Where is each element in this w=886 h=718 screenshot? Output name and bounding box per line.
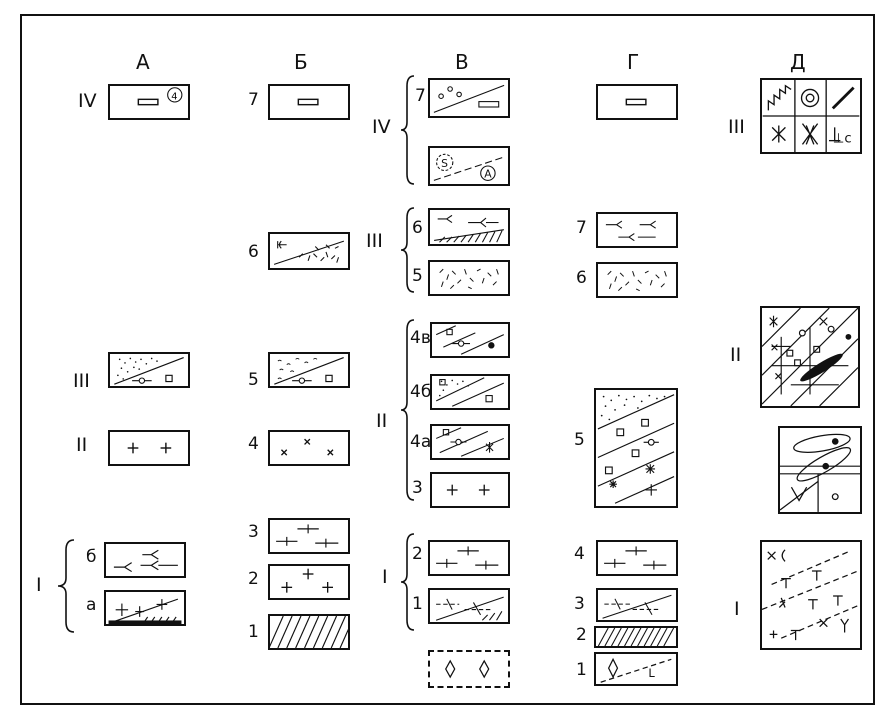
- col-v-label-7: 7: [415, 88, 426, 105]
- col-b-box-4: [268, 430, 350, 466]
- col-v-circle-a: A: [484, 168, 492, 181]
- col-b-label-3: 3: [248, 524, 259, 541]
- col-v-box-7: [428, 78, 510, 118]
- col-v-label-II: II: [376, 412, 387, 431]
- col-a-label-I: I: [36, 576, 42, 595]
- col-g-label-1: 1: [576, 662, 587, 679]
- col-v-label-IV: IV: [372, 118, 391, 137]
- col-g-label-7: 7: [576, 220, 587, 237]
- col-g-label-3: 3: [574, 596, 585, 613]
- col-d-cell-c: ⊥c: [833, 132, 852, 147]
- col-v-label-6: 6: [412, 220, 423, 237]
- col-a-box-b: [104, 542, 186, 578]
- column-header-b: Б: [294, 52, 308, 72]
- col-b-label-7: 7: [248, 92, 259, 109]
- col-v-label-2: 2: [412, 546, 423, 563]
- col-a-box-III: [108, 352, 190, 388]
- col-v-box-4v: [430, 322, 510, 358]
- col-b-box-6: [268, 232, 350, 270]
- col-b-box-1: [268, 614, 350, 650]
- col-a-label-II: II: [76, 436, 87, 455]
- col-d-label-III: III: [728, 118, 745, 137]
- col-d-box-IIa: [760, 306, 860, 408]
- col-g-label-2: 2: [576, 627, 587, 644]
- col-a-label-b: б: [86, 549, 96, 566]
- col-v-box-2: [428, 540, 510, 576]
- col-g-box-4: [596, 540, 678, 576]
- col-v-label-5: 5: [412, 268, 423, 285]
- col-v-box-extra: [428, 650, 510, 688]
- column-header-v: В: [455, 52, 469, 72]
- col-v-box-4a: [430, 424, 510, 460]
- col-g-label-4: 4: [574, 546, 585, 563]
- col-b-box-2: [268, 564, 350, 600]
- col-v-label-4b: 4б: [410, 384, 431, 401]
- column-header-d: Д: [790, 52, 806, 72]
- col-v-label-3: 3: [412, 480, 423, 497]
- col-a-label-a: а: [86, 597, 96, 614]
- col-g-box-1-mark: L: [648, 666, 655, 680]
- col-d-box-IIb: [778, 426, 862, 514]
- col-d-grid-III: ⊥c: [760, 78, 862, 154]
- col-b-label-4: 4: [248, 436, 259, 453]
- col-g-box-7: [596, 212, 678, 248]
- col-g-box-6: [596, 262, 678, 298]
- col-b-box-3: [268, 518, 350, 554]
- col-g-box-1: L: [594, 652, 678, 686]
- col-b-label-5: 5: [248, 372, 259, 389]
- col-v-box-4b: [430, 374, 510, 410]
- col-v-box-1: [428, 588, 510, 624]
- col-a-label-IV: IV: [78, 92, 97, 111]
- col-b-label-6: 6: [248, 244, 259, 261]
- col-b-label-2: 2: [248, 571, 259, 588]
- col-g-box-3: [596, 588, 678, 622]
- col-g-box-top: [596, 84, 678, 120]
- col-a-box-IV: 4: [108, 84, 190, 120]
- col-a-box-IV-mark: 4: [171, 91, 177, 102]
- col-d-label-I: I: [734, 600, 740, 619]
- col-v-label-I: I: [382, 568, 388, 587]
- col-v-label-III: III: [366, 232, 383, 251]
- col-v-box-3: [430, 472, 510, 508]
- col-b-box-7: [268, 84, 350, 120]
- col-a-label-III: III: [73, 372, 90, 391]
- col-g-label-5: 5: [574, 432, 585, 449]
- col-v-box-7b: S A: [428, 146, 510, 186]
- column-header-a: А: [136, 52, 150, 72]
- col-a-brace-I: [52, 538, 80, 634]
- col-g-box-2: [594, 626, 678, 648]
- col-v-box-6: [428, 208, 510, 246]
- col-v-label-4v: 4в: [410, 330, 431, 347]
- col-a-box-a: [104, 590, 186, 626]
- col-a-box-II: [108, 430, 190, 466]
- col-g-label-6: 6: [576, 270, 587, 287]
- col-b-box-5: [268, 352, 350, 388]
- column-header-g: Г: [627, 52, 639, 72]
- col-d-label-II: II: [730, 346, 741, 365]
- col-v-box-5: [428, 260, 510, 296]
- col-g-box-5: [594, 388, 678, 508]
- col-v-label-1: 1: [412, 596, 423, 613]
- col-d-box-I: [760, 540, 862, 650]
- col-v-label-4a: 4а: [410, 434, 431, 451]
- col-b-label-1: 1: [248, 624, 259, 641]
- col-v-circle-s: S: [441, 157, 448, 170]
